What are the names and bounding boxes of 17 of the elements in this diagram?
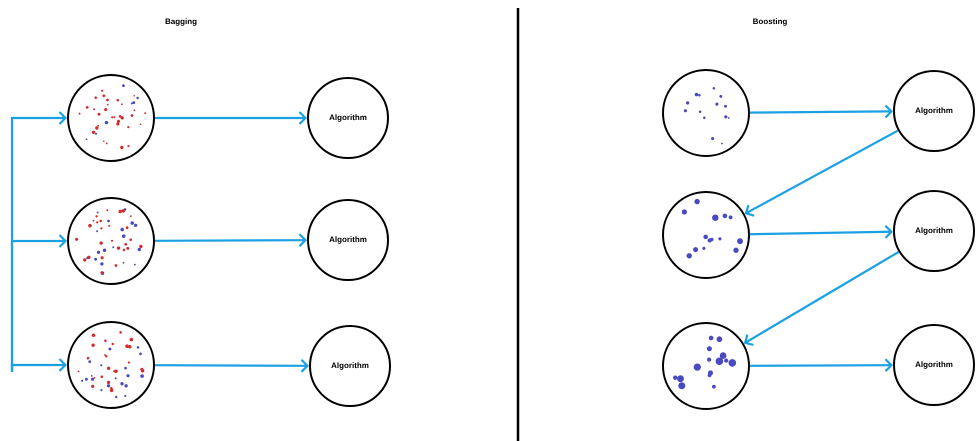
data-sample-drawing — [67, 197, 155, 285]
arrow — [155, 233, 308, 247]
arrow — [750, 104, 893, 118]
data-sample-drawing — [662, 191, 750, 279]
arrow — [155, 359, 310, 373]
arrow — [744, 250, 900, 346]
arrow — [744, 130, 898, 217]
arrow — [750, 358, 893, 372]
data-sample-drawing — [662, 69, 750, 157]
arrow — [155, 111, 308, 125]
data-sample-drawing — [67, 74, 155, 162]
arrow — [10, 358, 68, 372]
data-sample-drawing — [662, 322, 750, 410]
panel-title: Boosting — [753, 18, 787, 26]
arrow — [750, 225, 893, 239]
panel-title: Bagging — [166, 18, 196, 26]
data-sample-drawing — [67, 321, 155, 409]
